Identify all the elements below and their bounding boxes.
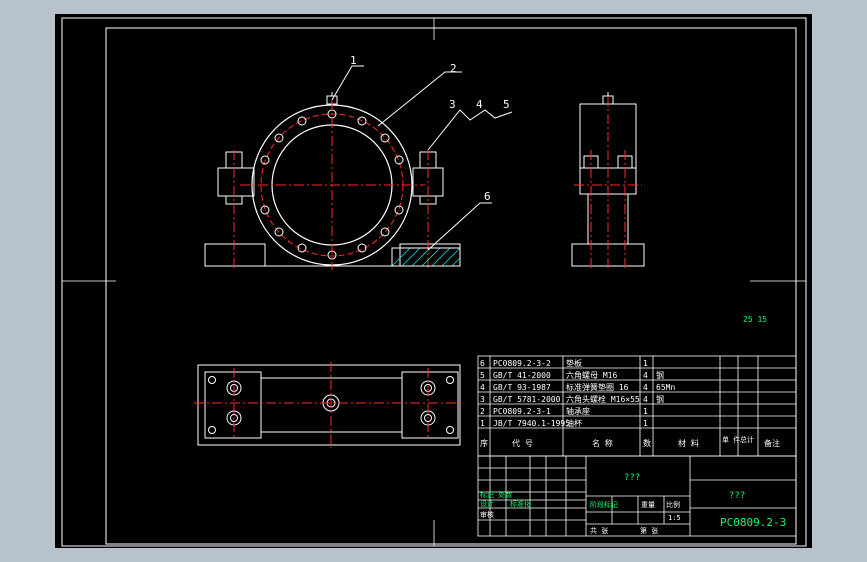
part-code: GB/T 5781-2000: [493, 395, 561, 404]
part-material: 钢: [656, 370, 664, 380]
callout-1: 1: [350, 54, 357, 67]
inner-border: [105, 27, 797, 545]
part-no: 1: [480, 419, 485, 428]
title-sign-marks: 标记 处数: [480, 490, 512, 499]
header-material: 材 料: [678, 438, 699, 448]
part-qty: 1: [643, 407, 648, 416]
part-code: JB/T 7940.1-1995: [493, 419, 570, 428]
part-no: 6: [480, 359, 485, 368]
drawing-number: PC0809.2-3: [720, 516, 786, 529]
header-remark: 备注: [764, 438, 780, 448]
title-sheet-no: 第 张: [640, 526, 658, 535]
part-name: 六角头螺栓 M16×55: [566, 394, 640, 404]
part-code: GB/T 93-1987: [493, 383, 551, 392]
top-chrome: [0, 0, 867, 14]
title-block-grid: [477, 455, 797, 537]
part-name: 油杯: [566, 418, 582, 428]
header-code: 代 号: [512, 438, 533, 448]
title-weight-label: 重量: [641, 501, 655, 509]
note-text: 25 15: [743, 315, 767, 324]
title-block-text: 标记 处数 设计 审核 标准化 阶段标记 重量 比例 1:5 共 张 第 张: [480, 490, 681, 535]
part-code: PC0809.2-3-2: [493, 359, 551, 368]
part-material: 65Mn: [656, 383, 675, 392]
title-center-name: ???: [624, 473, 640, 483]
part-material: 钢: [656, 394, 664, 404]
part-no: 2: [480, 407, 485, 416]
right-chrome: [812, 0, 867, 562]
leader-lines: [331, 65, 513, 251]
callout-6: 6: [484, 190, 491, 203]
part-qty: 4: [643, 395, 648, 404]
header-total: 总计: [740, 435, 754, 444]
header-name: 名 称: [592, 438, 613, 448]
part-code: GB/T 41-2000: [493, 371, 551, 380]
bottom-chrome: [0, 548, 867, 562]
side-view: [571, 92, 645, 270]
title-reviewer: 审核: [480, 510, 494, 519]
cursor-crosshair: [62, 18, 806, 546]
left-chrome: [0, 0, 55, 562]
title-designer: 设计: [480, 499, 494, 508]
title-right-name: ???: [729, 491, 745, 501]
part-no: 5: [480, 371, 485, 380]
callout-5: 5: [503, 98, 510, 111]
front-view: [204, 92, 461, 270]
header-no: 序: [480, 438, 488, 448]
callout-4: 4: [476, 98, 483, 111]
header-weight: 单 件: [722, 435, 740, 444]
part-qty: 4: [643, 371, 648, 380]
part-name: 标准弹簧垫圈 16: [566, 382, 629, 392]
parts-list-rows: 6 PC0809.2-3-2 垫板 1 5 GB/T 41-2000 六角螺母 …: [480, 358, 780, 448]
part-name: 六角螺母 M16: [566, 370, 617, 380]
title-ratio-label: 比例: [666, 500, 680, 509]
part-name: 垫板: [566, 358, 582, 368]
title-sheets: 共 张: [590, 526, 608, 535]
part-no: 4: [480, 383, 485, 392]
callout-3: 3: [449, 98, 456, 111]
part-qty: 4: [643, 383, 648, 392]
header-qty: 数: [643, 438, 651, 448]
title-stage-label: 阶段标记: [590, 500, 618, 509]
part-no: 3: [480, 395, 485, 404]
title-scale: 1:5: [668, 514, 681, 522]
callout-2: 2: [450, 62, 457, 75]
drawing-background: [55, 14, 812, 548]
part-code: PC0809.2-3-1: [493, 407, 551, 416]
top-view: [194, 362, 464, 448]
part-name: 轴承座: [566, 406, 590, 416]
part-qty: 1: [643, 359, 648, 368]
title-standardization: 标准化: [510, 499, 531, 508]
part-qty: 1: [643, 419, 648, 428]
